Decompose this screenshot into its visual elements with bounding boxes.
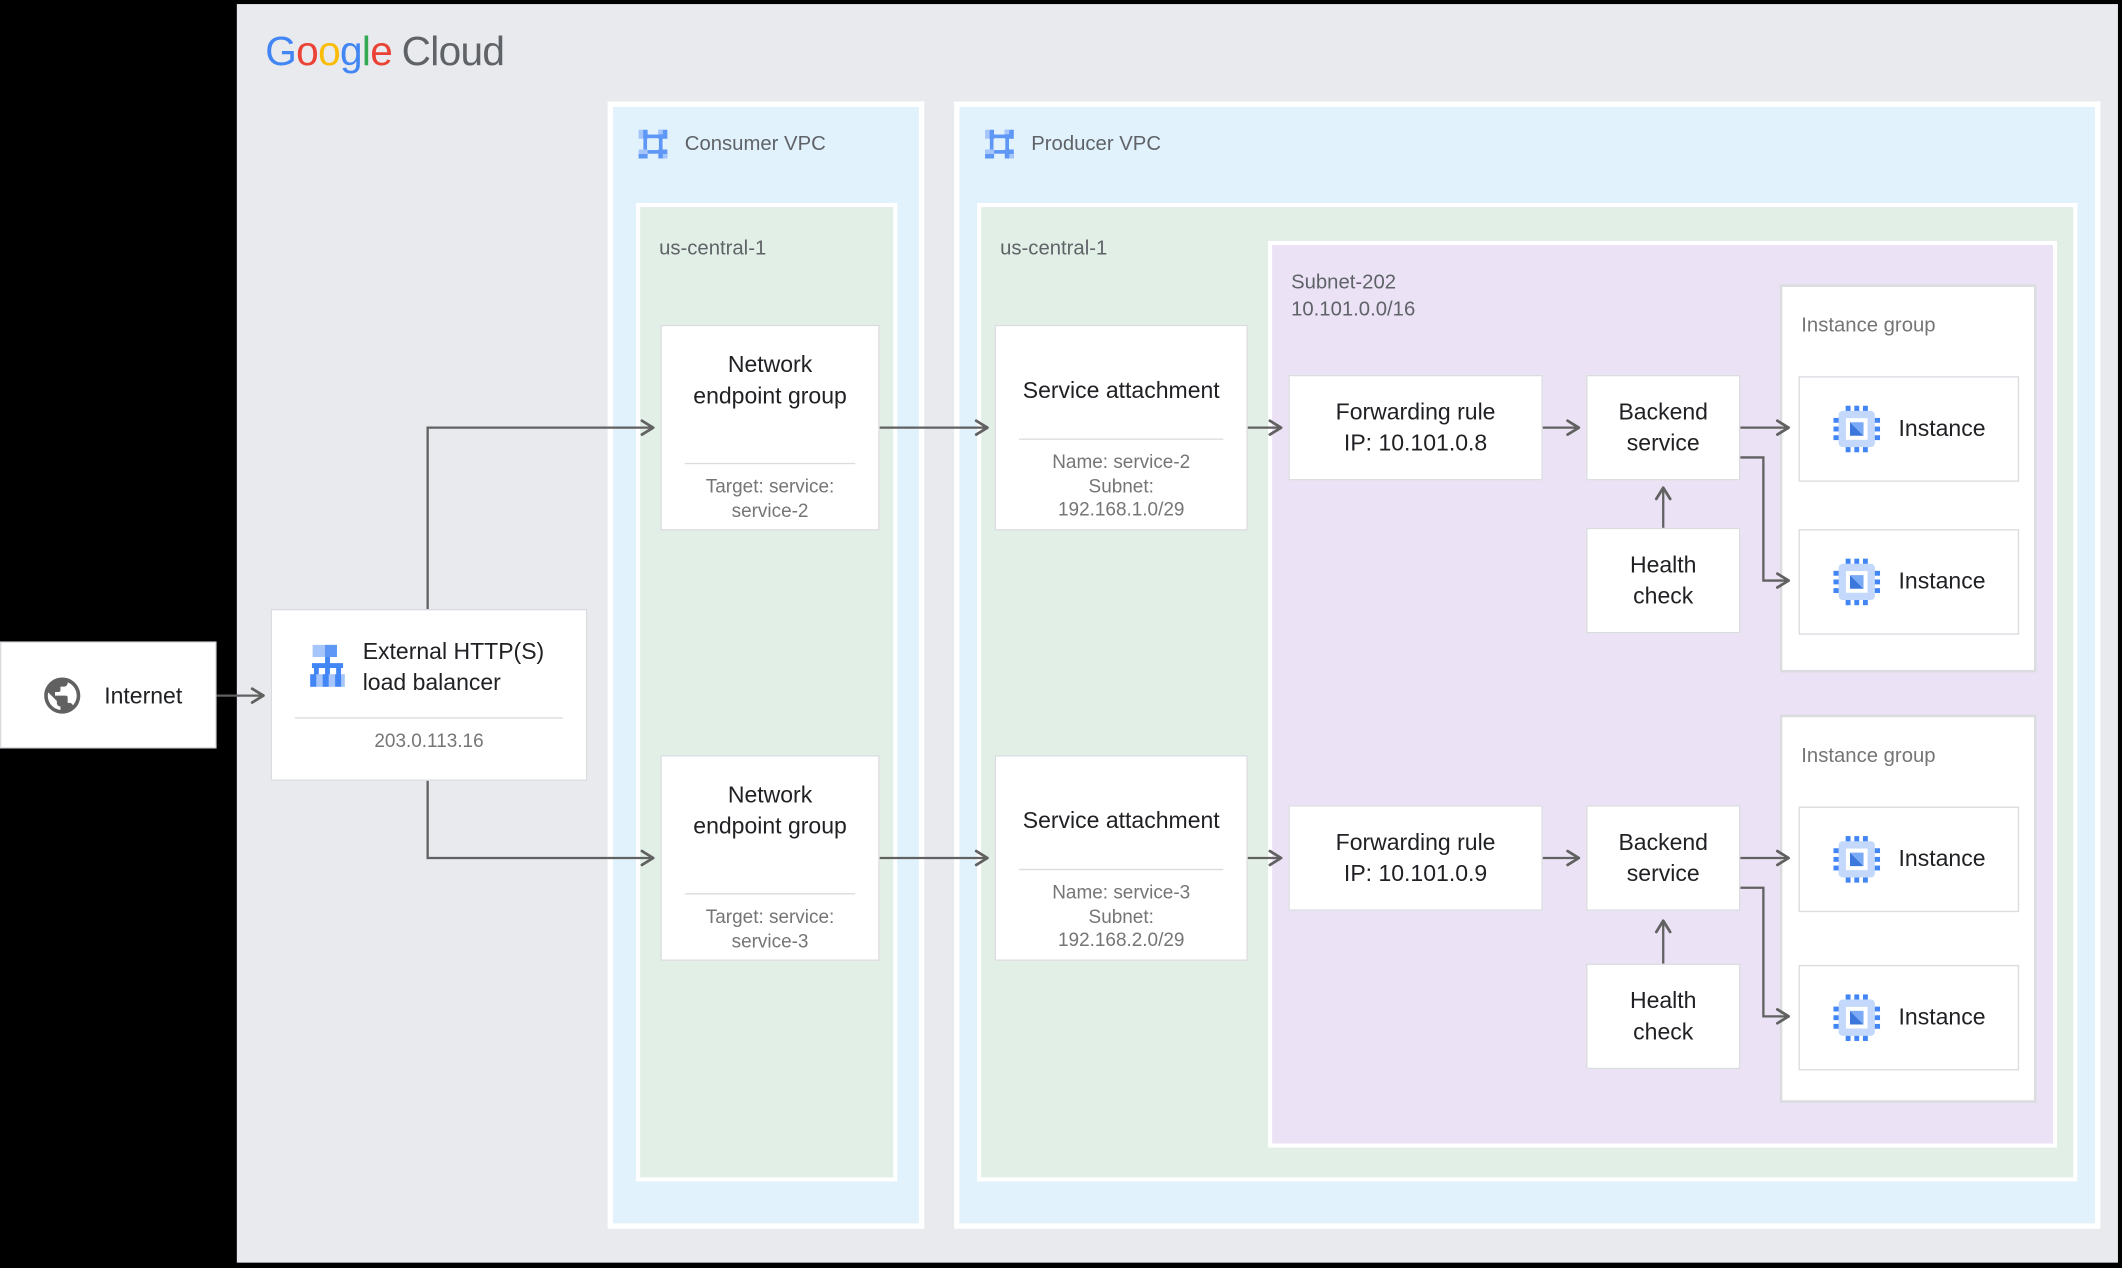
neg-title-line: Network bbox=[727, 351, 813, 378]
logo-letter: o bbox=[318, 29, 341, 75]
internet-node: Internet bbox=[0, 641, 217, 749]
service-attachment-2: Service attachment Name: service-3 Subne… bbox=[994, 755, 1248, 961]
logo-product-name: Cloud bbox=[401, 29, 505, 75]
neg-title-line: endpoint group bbox=[693, 813, 847, 840]
instance-chip-icon bbox=[1833, 405, 1880, 453]
load-balancer-icon bbox=[310, 644, 345, 687]
producer-vpc-label: Producer VPC bbox=[1031, 132, 1161, 156]
neg-target-line: Target: service: bbox=[705, 905, 835, 928]
health-check-line: Health bbox=[1629, 987, 1697, 1014]
logo-letter: G bbox=[265, 29, 297, 75]
divider bbox=[295, 717, 563, 719]
producer-vpc-header: Producer VPC bbox=[983, 127, 1161, 161]
instance-label: Instance bbox=[1898, 1004, 1986, 1030]
instance-node: Instance bbox=[1798, 964, 2020, 1071]
instance-chip-icon bbox=[1833, 558, 1880, 606]
neg-target-line: service-2 bbox=[731, 498, 809, 521]
health-check-1: Health check bbox=[1586, 527, 1741, 634]
backend-service-line: Backend bbox=[1618, 829, 1708, 856]
internet-label: Internet bbox=[104, 682, 183, 709]
service-attachment-info-line: 192.168.2.0/29 bbox=[1058, 928, 1185, 951]
service-attachment-info-line: Subnet: bbox=[1088, 904, 1154, 927]
instance-label: Instance bbox=[1898, 568, 1986, 595]
instance-group-label: Instance group bbox=[1801, 744, 1936, 768]
backend-service-1: Backend service bbox=[1586, 374, 1741, 481]
divider bbox=[684, 462, 856, 465]
instance-node: Instance bbox=[1798, 376, 2020, 482]
service-attachment-title: Service attachment bbox=[1022, 377, 1220, 404]
forwarding-rule-ip: IP: 10.101.0.8 bbox=[1343, 430, 1488, 457]
forwarding-rule-ip: IP: 10.101.0.9 bbox=[1343, 860, 1488, 887]
load-balancer-title-line: External HTTP(S) bbox=[362, 638, 545, 665]
instance-label: Instance bbox=[1898, 415, 1986, 442]
instance-label: Instance bbox=[1898, 845, 1986, 872]
logo-letter: l bbox=[361, 29, 371, 75]
service-attachment-info-line: Name: service-2 bbox=[1052, 450, 1191, 473]
load-balancer-title-line: load balancer bbox=[362, 669, 501, 696]
subnet-label: Subnet-202 bbox=[1291, 270, 1397, 294]
service-attachment-title: Service attachment bbox=[1022, 807, 1220, 834]
divider bbox=[1019, 868, 1224, 871]
service-attachment-1: Service attachment Name: service-2 Subne… bbox=[994, 324, 1248, 531]
network-endpoint-group-1: Network endpoint group Target: service: … bbox=[660, 324, 880, 531]
producer-region-label: us-central-1 bbox=[1000, 236, 1108, 260]
backend-service-line: service bbox=[1626, 860, 1700, 887]
consumer-region-label: us-central-1 bbox=[659, 236, 767, 260]
logo-letter: e bbox=[370, 29, 393, 75]
divider bbox=[684, 893, 856, 895]
neg-title-line: Network bbox=[727, 782, 813, 808]
forwarding-rule-line: Forwarding rule bbox=[1335, 829, 1496, 856]
neg-target-line: service-3 bbox=[731, 929, 809, 951]
instance-group-2: Instance group Instance bbox=[1779, 714, 2037, 1103]
backend-service-line: service bbox=[1626, 430, 1700, 457]
service-attachment-info-line: 192.168.1.0/29 bbox=[1058, 498, 1185, 520]
backend-service-2: Backend service bbox=[1586, 805, 1741, 911]
instance-group-1: Instance group Instance bbox=[1779, 284, 2037, 673]
globe-icon bbox=[44, 677, 81, 714]
load-balancer-node: External HTTP(S) load balancer 203.0.113… bbox=[270, 608, 588, 781]
divider bbox=[1019, 438, 1224, 440]
forwarding-rule-2: Forwarding rule IP: 10.101.0.9 bbox=[1288, 805, 1543, 911]
backend-service-line: Backend bbox=[1618, 399, 1708, 425]
service-attachment-info-line: Subnet: bbox=[1088, 474, 1154, 496]
instance-chip-icon bbox=[1833, 836, 1880, 883]
forwarding-rule-line: Forwarding rule bbox=[1335, 399, 1496, 425]
health-check-line: Health bbox=[1629, 552, 1697, 578]
consumer-vpc-label: Consumer VPC bbox=[684, 132, 826, 156]
logo-letter: o bbox=[296, 29, 319, 75]
load-balancer-title: External HTTP(S) load balancer bbox=[363, 636, 545, 698]
health-check-2: Health check bbox=[1586, 963, 1741, 1070]
vpc-icon bbox=[638, 129, 668, 159]
health-check-line: check bbox=[1633, 583, 1694, 609]
network-endpoint-group-2: Network endpoint group Target: service: … bbox=[660, 755, 880, 961]
consumer-vpc-header: Consumer VPC bbox=[636, 127, 826, 161]
instance-node: Instance bbox=[1798, 806, 2020, 913]
instance-chip-icon bbox=[1833, 994, 1880, 1041]
forwarding-rule-1: Forwarding rule IP: 10.101.0.8 bbox=[1288, 374, 1543, 481]
vpc-icon bbox=[985, 129, 1014, 159]
health-check-line: check bbox=[1633, 1019, 1694, 1045]
service-attachment-info-line: Name: service-3 bbox=[1052, 881, 1191, 903]
neg-target-line: Target: service: bbox=[705, 475, 835, 497]
instance-group-label: Instance group bbox=[1801, 313, 1936, 337]
subnet-cidr: 10.101.0.0/16 bbox=[1291, 297, 1416, 321]
load-balancer-ip: 203.0.113.16 bbox=[374, 729, 484, 752]
instance-node: Instance bbox=[1798, 529, 2020, 635]
logo-letter: g bbox=[339, 29, 363, 75]
neg-title-line: endpoint group bbox=[693, 382, 847, 409]
